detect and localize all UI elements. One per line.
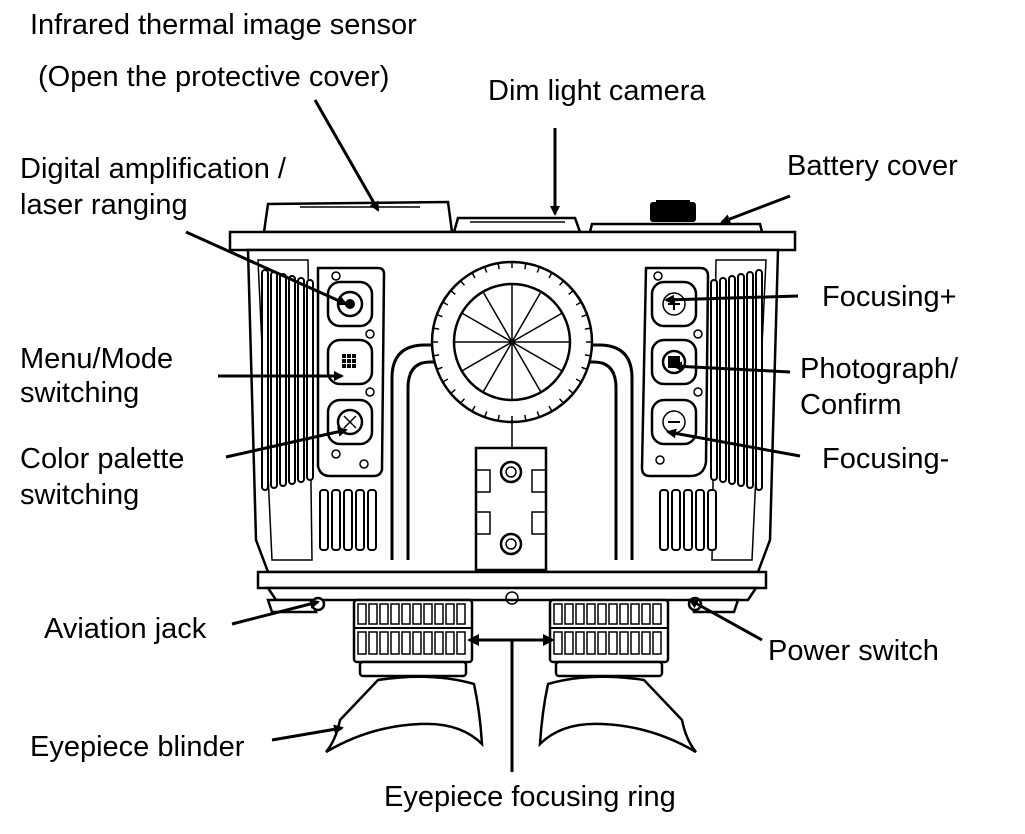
leader-battery	[720, 194, 791, 224]
bottom-plate	[256, 570, 768, 614]
leader-digital-amp	[185, 230, 348, 306]
label-focus-plus: Focusing+	[822, 281, 957, 313]
right-eyepiece	[538, 598, 697, 754]
label-menu-line1: Menu/Mode	[20, 343, 173, 375]
left-cooling-fins	[261, 269, 377, 551]
left-button-panel	[316, 266, 386, 478]
label-dim-light: Dim light camera	[488, 75, 706, 107]
label-palette-line1: Color palette	[20, 443, 184, 475]
label-digital-amp-line1: Digital amplification /	[20, 153, 287, 185]
label-photo-line2: Confirm	[800, 389, 902, 421]
handle-loop	[390, 343, 634, 560]
leader-focus-minus	[666, 428, 801, 458]
label-battery: Battery cover	[787, 150, 958, 182]
left-eyepiece	[325, 598, 484, 754]
leader-focus-plus	[664, 294, 799, 305]
label-menu-line2: switching	[20, 377, 139, 409]
label-palette-line2: switching	[20, 479, 139, 511]
label-digital-amp-line2: laser ranging	[20, 189, 188, 221]
label-eyepiece-blinder: Eyepiece blinder	[30, 731, 245, 763]
label-thermal-sensor-line1: Infrared thermal image sensor	[30, 9, 417, 41]
front-lens	[430, 260, 594, 424]
label-aviation-jack: Aviation jack	[44, 613, 207, 645]
leader-blinder	[271, 724, 344, 742]
leader-palette	[225, 426, 348, 459]
label-power-switch: Power switch	[768, 635, 939, 667]
label-photo-line1: Photograph/	[800, 353, 959, 385]
callout-labels: Infrared thermal image sensor (Open the …	[20, 9, 959, 813]
leader-thermal-sensor	[313, 99, 380, 212]
leader-lines	[185, 99, 801, 772]
leader-photo	[672, 361, 791, 374]
label-thermal-sensor-line2: (Open the protective cover)	[38, 61, 389, 93]
center-mount	[474, 420, 548, 572]
right-cooling-fins	[659, 269, 763, 551]
label-focus-minus: Focusing-	[822, 443, 949, 475]
label-eyepiece-focusing-ring: Eyepiece focusing ring	[384, 781, 676, 813]
leader-aviation	[231, 599, 320, 626]
leader-power	[688, 598, 763, 642]
